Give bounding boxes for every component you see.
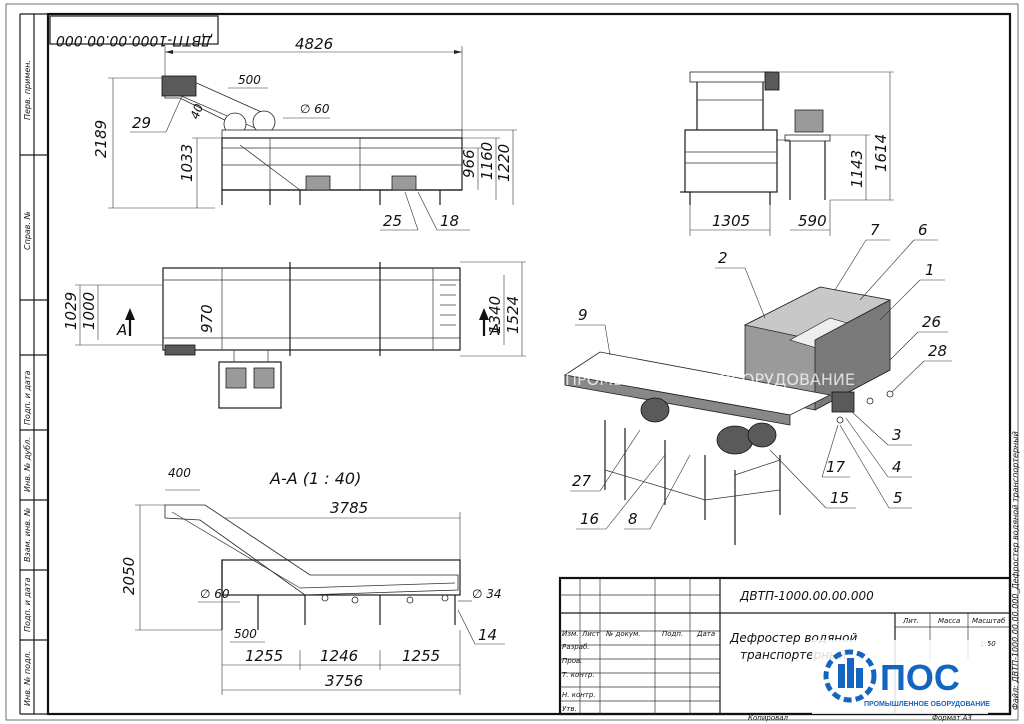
dim-sec-d60: ∅ 60: [200, 587, 230, 601]
section-marker-right: A: [489, 321, 500, 339]
section-marker-left: A: [116, 321, 127, 339]
dim-sec-3756: 3756: [325, 672, 363, 690]
callout-27: 27: [572, 472, 592, 490]
callout-15: 15: [830, 489, 849, 507]
side-view: 4826 500 ∅ 60 2189 1033 966 1160 1220: [92, 35, 517, 231]
dim-sec-400: 400: [168, 466, 191, 480]
dim-h1160: 1160: [478, 142, 496, 180]
callout-29: 29: [132, 114, 151, 132]
callout-26: 26: [922, 313, 941, 331]
dim-total-height: 2189: [92, 120, 110, 158]
tb-header-3: Подп.: [662, 630, 683, 638]
dim-frame-height: 1033: [178, 144, 196, 182]
side-label-1: Справ. №: [23, 211, 32, 250]
callout-2: 2: [718, 249, 728, 267]
dim-sec-d34: ∅ 34: [472, 587, 502, 601]
dim-sec-1255b: 1255: [402, 647, 440, 665]
callout-17: 17: [826, 458, 846, 476]
side-label-2: Подп. и дата: [23, 370, 32, 425]
callout-40: 40: [188, 102, 207, 121]
dim-plan-w1029: 1029: [62, 292, 80, 330]
tb-scale: Масштаб: [972, 617, 1006, 625]
dim-plan-w1000: 1000: [80, 292, 98, 330]
dim-front-width: 1305: [712, 212, 750, 230]
dim-front-motor: 590: [798, 212, 827, 230]
dim-top-diameter: ∅ 60: [300, 102, 330, 116]
brand-logo: ПОС ПРОМЫШЛЕННОЕ ОБОРУДОВАНИЕ: [812, 640, 990, 714]
dim-sec-2050: 2050: [120, 557, 138, 595]
callout-14: 14: [478, 626, 497, 644]
title-block: ДВТП-1000.00.00.000 Дефростер водяной тр…: [558, 576, 1012, 722]
tb-header-2: № докум.: [605, 630, 641, 638]
side-label-6: Инв. № подл.: [23, 651, 32, 706]
stamp-code: ДВТП-1000.00.00.000: [56, 32, 213, 48]
tb-role-4: Н. контр.: [562, 691, 596, 699]
title-code: ДВТП-1000.00.00.000: [739, 589, 874, 603]
callout-18: 18: [440, 212, 459, 230]
section-title: A-A (1 : 40): [269, 469, 361, 488]
dim-h1220: 1220: [495, 144, 513, 182]
side-label-3: Инв. № дубл.: [23, 437, 32, 492]
callout-9: 9: [578, 306, 588, 324]
callout-1: 1: [925, 261, 935, 279]
dim-front-h1614: 1614: [872, 134, 890, 172]
dim-front-h1143: 1143: [848, 150, 866, 188]
dim-h966: 966: [460, 149, 478, 178]
dim-top-inner: 500: [238, 73, 261, 87]
tb-mass: Масса: [938, 617, 960, 625]
tb-format: Формат A3: [932, 714, 972, 722]
tb-scale-value: 1:50: [980, 640, 996, 648]
tb-role-2: Т. контр.: [562, 671, 595, 679]
side-label-0: Перв. примен.: [23, 60, 32, 120]
callout-8: 8: [628, 510, 638, 528]
tb-header-4: Дата: [696, 630, 715, 638]
side-labels: Перв. примен. Справ. № Подп. и дата Инв.…: [23, 60, 32, 706]
section-view: A-A (1 : 40) 400 3785 2050 ∅ 60 ∅ 34: [120, 466, 505, 695]
file-label: Файл: ДВТП-1000.00.00.000_Дефростер водя…: [1011, 431, 1020, 710]
callout-5: 5: [893, 489, 903, 507]
side-label-5: Подп. и дата: [23, 577, 32, 632]
outer-border: [5, 3, 1019, 721]
callout-6: 6: [918, 221, 928, 239]
logo-brand: ПОС: [880, 657, 960, 698]
tb-header-1: Лист: [581, 630, 601, 638]
dim-sec-1246: 1246: [320, 647, 358, 665]
dim-sec-3785: 3785: [330, 499, 368, 517]
dim-sec-1255a: 1255: [245, 647, 283, 665]
dim-plan-970: 970: [198, 304, 216, 333]
plan-view: 1029 1000 970 1340 1524 A A: [62, 261, 526, 409]
stamp-box: [49, 15, 219, 45]
isometric-view: 2 7 6 1 26 28 9 3 4 17 5 15 27 16 8 ПРОМ…: [563, 221, 952, 545]
callout-25: 25: [383, 212, 402, 230]
watermark: ПРОМЫШЛЕННОЕ ОБОРУДОВАНИЕ: [565, 370, 855, 389]
callout-28: 28: [928, 342, 947, 360]
tb-lit: Лит.: [902, 617, 919, 625]
tb-role-5: Утв.: [562, 705, 577, 713]
dim-sec-500: 500: [234, 627, 257, 641]
callout-3: 3: [892, 426, 902, 444]
dim-plan-w1340: 1340: [486, 296, 504, 334]
tb-role-0: Разраб.: [562, 643, 590, 651]
side-label-4: Взам. инв. №: [23, 508, 32, 562]
tb-copied: Копировал: [748, 714, 789, 722]
logo-tagline: ПРОМЫШЛЕННОЕ ОБОРУДОВАНИЕ: [864, 701, 990, 708]
dim-plan-w1524: 1524: [504, 296, 522, 334]
tb-role-1: Пров.: [562, 657, 582, 665]
dim-top-length: 4826: [295, 35, 333, 53]
front-view: 1305 590 1143 1614: [680, 71, 894, 236]
callout-4: 4: [892, 458, 902, 476]
drawing-frame: [46, 12, 1012, 716]
callout-7: 7: [870, 221, 880, 239]
callout-16: 16: [580, 510, 599, 528]
gear-icon: [823, 649, 877, 703]
tb-header-0: Изм.: [562, 630, 578, 638]
drive-motor-side: [161, 75, 197, 97]
